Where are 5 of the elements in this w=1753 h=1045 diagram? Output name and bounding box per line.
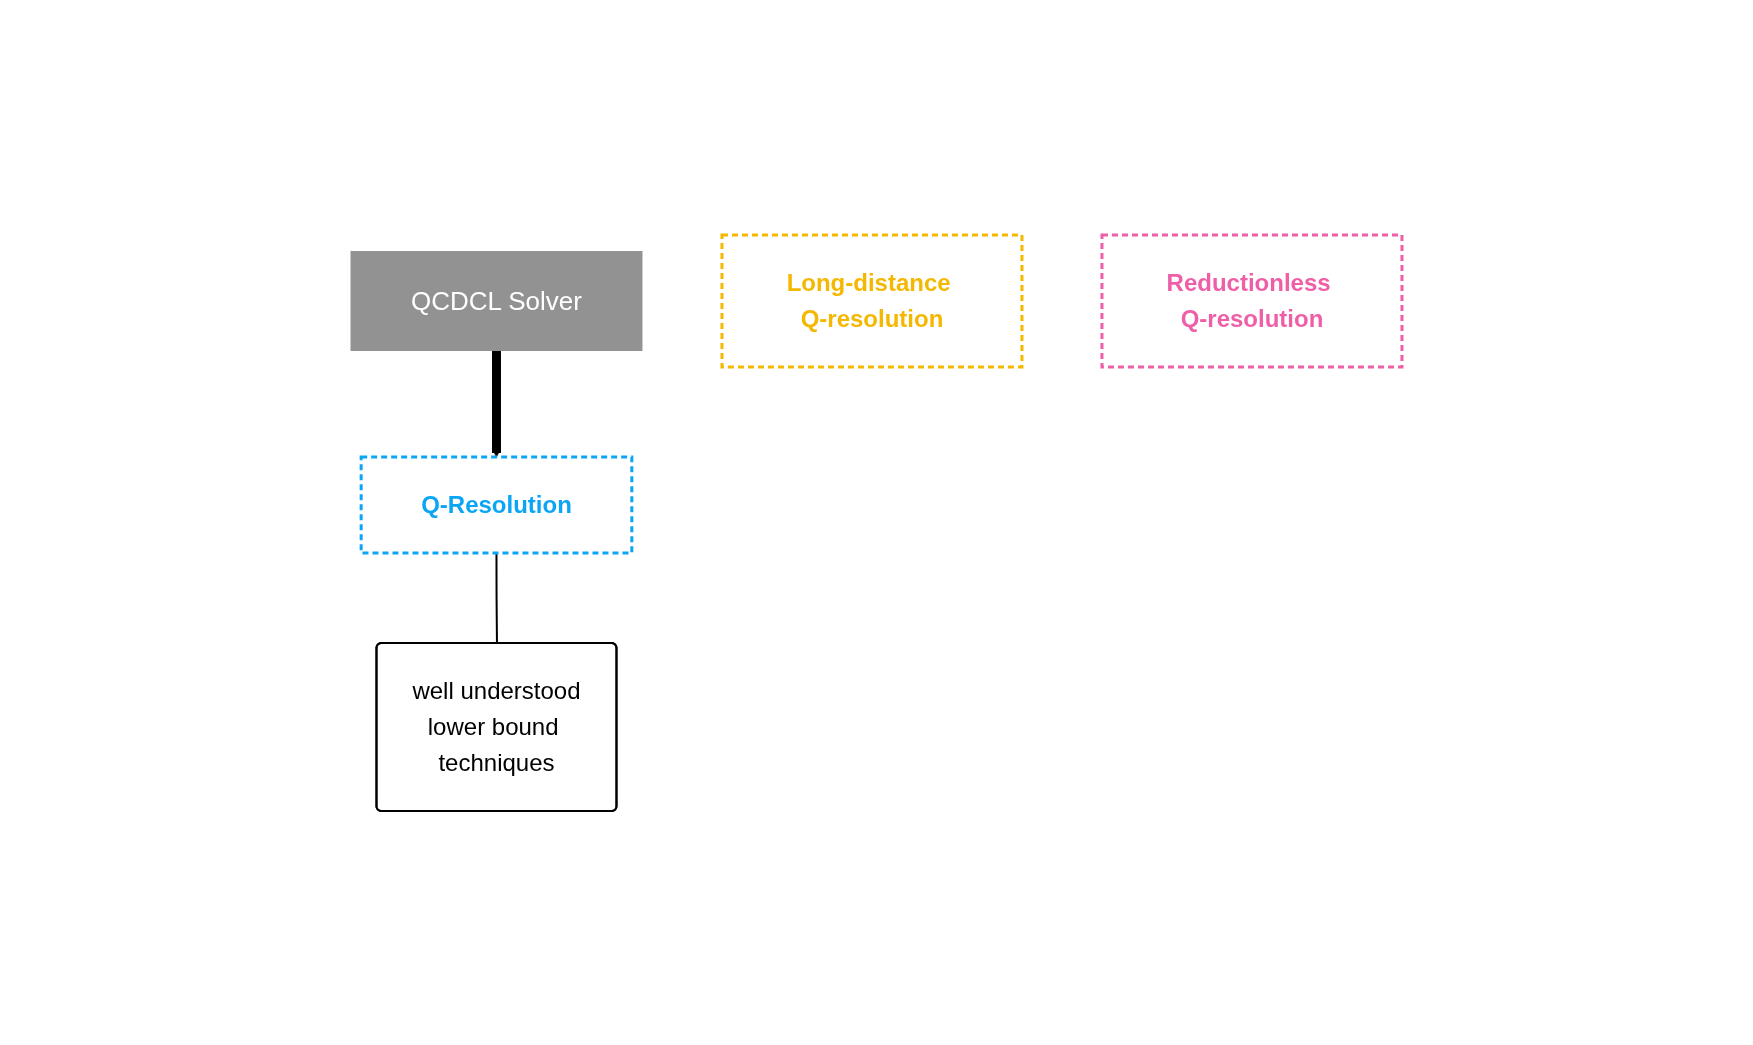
node-box: QCDCL Solver (350, 250, 643, 351)
arrow (492, 350, 501, 457)
node-box: Q-Resolution (359, 455, 634, 554)
node-box: Reductionless Q-resolution (1100, 233, 1404, 368)
node-box: Long-distance Q-resolution (720, 233, 1024, 368)
